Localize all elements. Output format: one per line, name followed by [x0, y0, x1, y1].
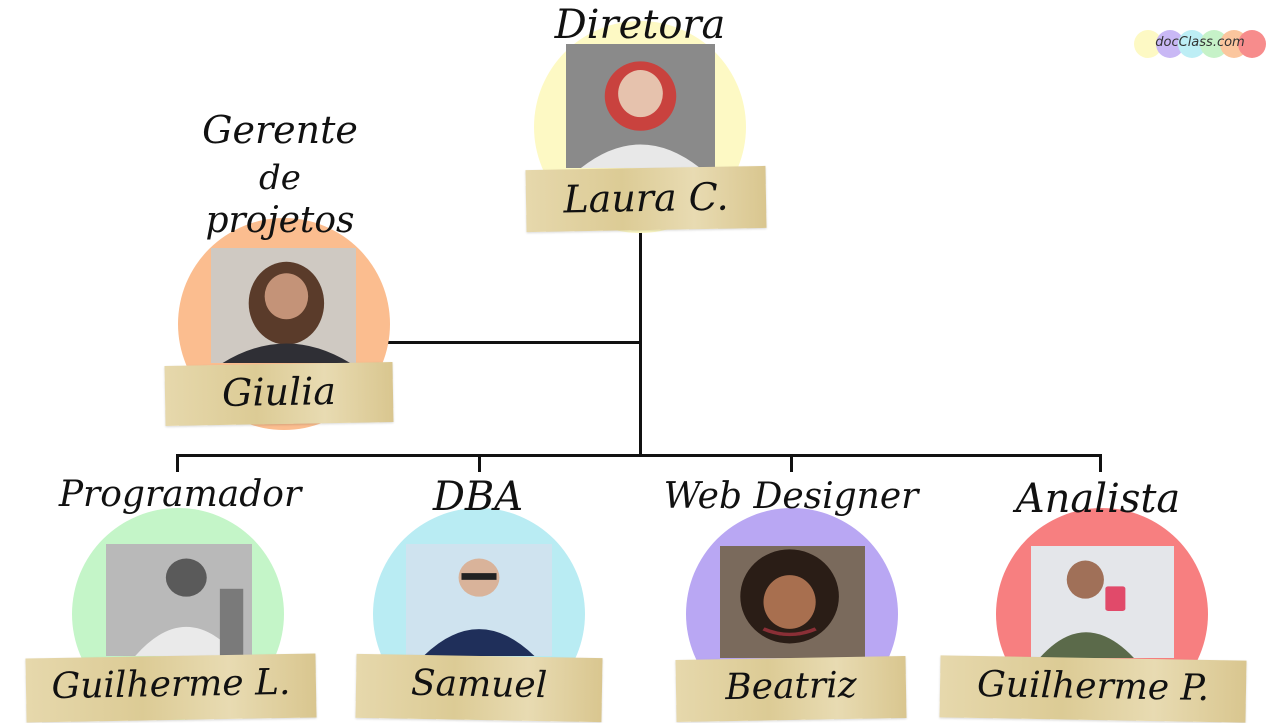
person-photo-icon: [720, 546, 865, 658]
team-role-4: Analista: [1015, 476, 1181, 522]
manager-role-line-3: projetos: [205, 200, 355, 241]
connector-team-drop-3: [790, 454, 793, 472]
person-photo-icon: [1031, 546, 1174, 658]
logo-text: docClass.com: [1155, 35, 1245, 50]
person-photo-icon: [566, 44, 715, 168]
team-photo-1: [106, 544, 252, 656]
director-name-tape: Laura C.: [525, 165, 767, 233]
director-name: Laura C.: [563, 174, 729, 222]
team-name-3: Beatriz: [724, 664, 857, 709]
manager-photo: [211, 248, 356, 363]
person-photo-icon: [106, 544, 252, 656]
manager-role-line-2: de: [259, 158, 301, 198]
connector-manager-horizontal: [385, 341, 641, 344]
team-name-2: Samuel: [410, 662, 548, 707]
connector-team-drop-1: [176, 454, 179, 472]
connector-team-drop-4: [1099, 454, 1102, 472]
logo-dot-red: [1238, 30, 1266, 58]
connector-team-horizontal: [176, 454, 1102, 457]
director-photo: [566, 44, 715, 168]
docclass-logo: docClass.com: [1134, 30, 1266, 58]
team-name-tape-3: Beatriz: [675, 655, 907, 723]
team-photo-3: [720, 546, 865, 658]
manager-role-line-1: Gerente: [202, 108, 358, 152]
team-photo-2: [406, 544, 552, 656]
person-photo-icon: [211, 248, 356, 363]
team-name-tape-1: Guilherme L.: [25, 653, 317, 723]
team-role-3: Web Designer: [663, 476, 919, 517]
team-name-tape-2: Samuel: [355, 653, 603, 723]
manager-name-tape: Giulia: [164, 362, 394, 426]
person-photo-icon: [406, 544, 552, 656]
team-role-1: Programador: [58, 474, 302, 515]
team-name-tape-4: Guilherme P.: [939, 655, 1247, 723]
manager-name: Giulia: [221, 369, 337, 415]
team-role-2: DBA: [432, 474, 524, 520]
connector-team-drop-2: [478, 454, 481, 472]
team-name-1: Guilherme L.: [51, 661, 291, 708]
director-role: Diretora: [554, 2, 726, 48]
team-name-4: Guilherme P.: [976, 663, 1210, 710]
team-photo-4: [1031, 546, 1174, 658]
